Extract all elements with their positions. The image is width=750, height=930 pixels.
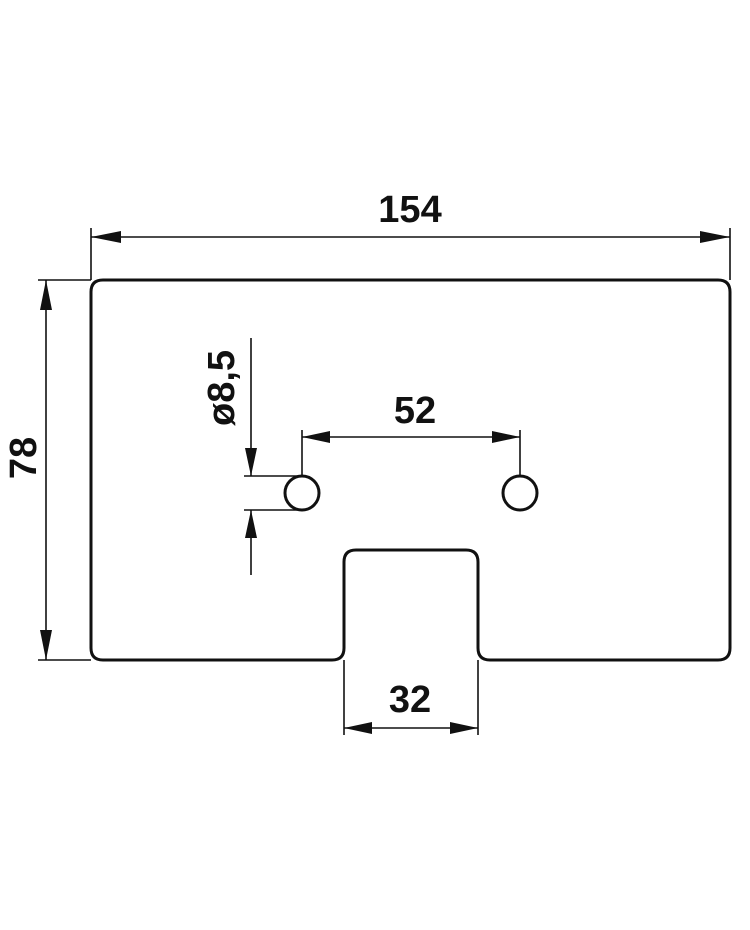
arrow-top <box>40 280 52 310</box>
mounting-hole-right <box>501 474 539 512</box>
mounting-hole-left <box>283 474 321 512</box>
overall-height-label: 78 <box>3 437 45 479</box>
hole-spacing-label: 52 <box>394 390 436 432</box>
arrow-right <box>700 231 730 243</box>
dimension-overall-height: 78 <box>3 279 91 661</box>
arrow-slot-right <box>450 722 478 734</box>
arrow-slot-left <box>344 722 372 734</box>
overall-width-label: 154 <box>378 189 441 231</box>
arrow-diameter-down <box>245 448 257 476</box>
arrow-spacing-right <box>492 431 520 443</box>
dimension-overall-width: 154 <box>90 189 731 280</box>
plate-outline <box>89 278 732 662</box>
arrow-left <box>91 231 121 243</box>
arrow-spacing-left <box>302 431 330 443</box>
arrow-diameter-up <box>245 510 257 538</box>
dimension-hole-spacing: 52 <box>301 390 521 476</box>
dimension-hole-diameter: ø8,5 <box>201 338 302 575</box>
arrow-bottom <box>40 630 52 660</box>
slot-width-label: 32 <box>389 679 431 721</box>
dimension-slot-width: 32 <box>343 660 479 735</box>
hole-diameter-label: ø8,5 <box>201 350 243 426</box>
